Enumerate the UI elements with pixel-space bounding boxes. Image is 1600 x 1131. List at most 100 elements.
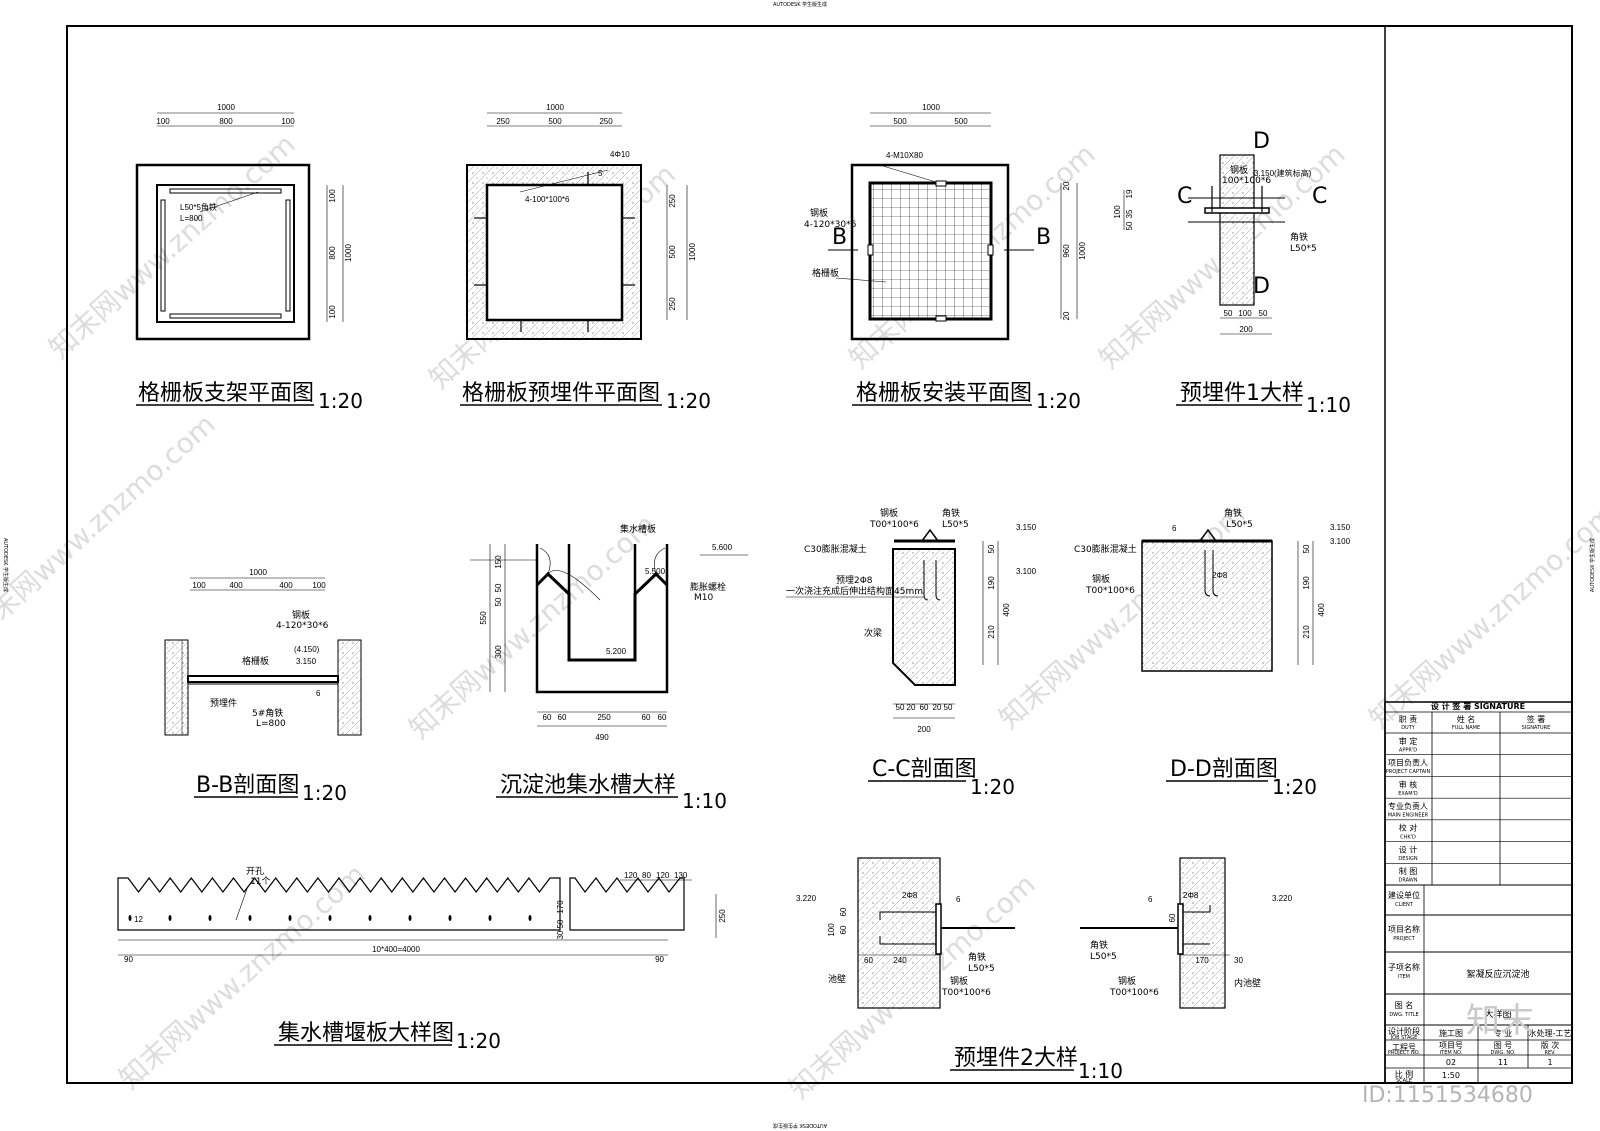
svg-text:5: 5 xyxy=(598,169,603,178)
svg-text:6: 6 xyxy=(956,895,961,904)
svg-text:子项名称: 子项名称 xyxy=(1388,962,1420,972)
weir-hole xyxy=(168,915,172,921)
svg-text:100: 100 xyxy=(328,305,337,319)
drawing-section-cc: 钢板 T00*100*6 角铁 L50*5 C30膨胀混凝土 预埋2Φ8 一次浇… xyxy=(786,507,1037,799)
svg-text:60: 60 xyxy=(558,713,567,722)
svg-text:一次浇注充成后伸出结构面45mm: 一次浇注充成后伸出结构面45mm xyxy=(786,585,923,597)
svg-text:L=800: L=800 xyxy=(256,719,286,729)
svg-text:240: 240 xyxy=(893,956,907,965)
title-d7: C-C剖面图 xyxy=(872,757,977,782)
autodesk-stamp-top: AUTODESK 学生版生成 xyxy=(773,1,827,8)
svg-text:60: 60 xyxy=(1168,913,1177,922)
svg-text:400: 400 xyxy=(279,581,293,590)
svg-text:SCALE: SCALE xyxy=(1396,1078,1412,1084)
weir-hole xyxy=(448,915,452,921)
role-label-en: APPR'D xyxy=(1399,747,1417,753)
svg-text:2Φ8: 2Φ8 xyxy=(1212,571,1228,580)
watermark-layer: 知末网www.znzmo.com 知末网www.znzmo.com 知末网www… xyxy=(0,127,1600,1105)
svg-text:5.500: 5.500 xyxy=(645,567,666,576)
svg-text:钢板: 钢板 xyxy=(810,207,828,219)
weir-hole xyxy=(368,915,372,921)
svg-text:90: 90 xyxy=(655,955,664,964)
svg-text:1000: 1000 xyxy=(922,103,940,112)
svg-text:SIGNATURE: SIGNATURE xyxy=(1522,725,1551,731)
svg-text:60: 60 xyxy=(839,907,848,916)
svg-text:建设单位: 建设单位 xyxy=(1388,890,1420,900)
autodesk-stamp-left: AUTODESK 学生版生成 xyxy=(2,538,9,592)
svg-text:项目号: 项目号 xyxy=(1439,1041,1463,1050)
drawing-collection-trough-detail: 集水槽板 5.600 5.500 5.200 膨胀螺栓 M10 60 60 25… xyxy=(470,523,748,813)
drawing-section-dd: 6 角铁 L50*5 C30膨胀混凝土 钢板 T00*100*6 2Φ8 3.1… xyxy=(1074,507,1351,799)
svg-text:50: 50 xyxy=(1259,309,1268,318)
watermark-text: 知末网www.znzmo.com xyxy=(43,127,302,365)
svg-text:3.100: 3.100 xyxy=(1016,567,1037,576)
weir-hole xyxy=(528,915,532,921)
drawing-grating-install-plan: 4-M10X80 钢板 4-120*30*6 B B 格栅板 1000 500 … xyxy=(804,103,1087,413)
svg-text:钢板: 钢板 xyxy=(1230,164,1248,176)
svg-text:职 责: 职 责 xyxy=(1399,714,1418,724)
svg-text:角铁: 角铁 xyxy=(1290,231,1308,243)
svg-text:3.100: 3.100 xyxy=(1330,537,1351,546)
svg-text:1000: 1000 xyxy=(217,103,235,112)
svg-text:60: 60 xyxy=(864,956,873,965)
svg-text:20: 20 xyxy=(1062,311,1071,320)
svg-text:4-M10X80: 4-M10X80 xyxy=(886,151,923,160)
svg-text:60: 60 xyxy=(658,713,667,722)
svg-text:6: 6 xyxy=(1172,524,1177,533)
svg-text:PROJECT: PROJECT xyxy=(1393,936,1416,942)
svg-text:角铁: 角铁 xyxy=(942,507,960,519)
svg-text:角铁: 角铁 xyxy=(1224,507,1242,519)
svg-text:C30膨胀混凝土: C30膨胀混凝土 xyxy=(1074,543,1137,555)
svg-text:JOB STAGE: JOB STAGE xyxy=(1390,1035,1418,1041)
svg-text:500: 500 xyxy=(668,245,677,259)
title-d6: 沉淀池集水槽大样 xyxy=(500,773,676,798)
svg-text:L50*5: L50*5 xyxy=(942,520,969,530)
svg-text:1000: 1000 xyxy=(688,243,697,261)
svg-text:开孔: 开孔 xyxy=(246,866,264,877)
watermark-text: 知末网www.znzmo.com xyxy=(1363,497,1600,735)
svg-text:30: 30 xyxy=(556,930,565,939)
scale-d3: 1:20 xyxy=(1036,389,1081,413)
svg-text:3.150: 3.150 xyxy=(296,657,317,666)
outer-border xyxy=(66,25,1573,1084)
svg-text:1000: 1000 xyxy=(249,568,267,577)
svg-text:C: C xyxy=(1312,184,1327,209)
weir-hole xyxy=(248,915,252,921)
role-label-en: DRAWN xyxy=(1399,878,1418,884)
svg-text:1000: 1000 xyxy=(344,244,353,262)
drawing-weir-plate-detail: 90 10*400=4000 90 120 80 120 130 250 170… xyxy=(117,866,727,1053)
svg-text:170: 170 xyxy=(1195,956,1209,965)
weir-plate-end xyxy=(569,876,685,931)
weir-hole xyxy=(488,915,492,921)
svg-text:钢板: 钢板 xyxy=(880,507,898,519)
svg-text:L=800: L=800 xyxy=(180,214,203,223)
svg-text:D: D xyxy=(1253,274,1270,299)
role-label-en: EXAM'D xyxy=(1398,791,1418,797)
title-d9: 集水槽堰板大样图 xyxy=(278,1021,454,1046)
watermark-text: 知末网www.znzmo.com xyxy=(0,407,222,645)
svg-text:250: 250 xyxy=(668,194,677,208)
drawing-grating-embed-plan: 4Φ10 5 4-100*100*6 1000 250 500 250 250 … xyxy=(460,103,711,413)
scale-d9: 1:20 xyxy=(456,1029,501,1053)
svg-text:400: 400 xyxy=(229,581,243,590)
svg-text:5.200: 5.200 xyxy=(606,647,627,656)
scale-d8: 1:20 xyxy=(1272,775,1317,799)
role-label-en: CHK'D xyxy=(1400,834,1416,840)
svg-text:100: 100 xyxy=(1113,205,1122,219)
drawing-name: 大样图 xyxy=(1484,1008,1511,1020)
svg-text:100*100*6: 100*100*6 xyxy=(1222,176,1271,186)
svg-text:施工图: 施工图 xyxy=(1439,1028,1463,1038)
svg-text:400: 400 xyxy=(1317,603,1326,617)
svg-text:250: 250 xyxy=(718,909,727,923)
drawing-embed-detail-2: 3.220 3.220 2Φ8 2Φ8 6 6 角铁 L50*5 钢板 T00*… xyxy=(796,857,1293,1083)
svg-text:100: 100 xyxy=(156,117,170,126)
svg-text:19: 19 xyxy=(1125,189,1134,198)
svg-text:DWG. TITLE: DWG. TITLE xyxy=(1389,1012,1418,1018)
svg-text:M10: M10 xyxy=(694,593,713,603)
svg-text:20: 20 xyxy=(933,703,942,712)
svg-text:500: 500 xyxy=(893,117,907,126)
svg-text:100: 100 xyxy=(1238,309,1252,318)
svg-text:60: 60 xyxy=(839,925,848,934)
svg-text:4-120*30*6: 4-120*30*6 xyxy=(276,621,329,631)
svg-text:2Φ8: 2Φ8 xyxy=(1183,891,1199,900)
